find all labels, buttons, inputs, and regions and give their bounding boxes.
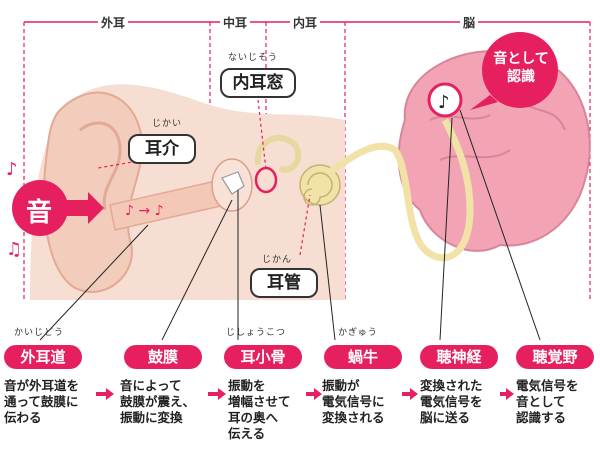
sound-circle xyxy=(12,180,68,236)
region-outer-ear: 外耳 xyxy=(98,14,129,31)
flow-arrow-stem xyxy=(208,392,218,396)
part-ruby-ossicles: じしょうこつ xyxy=(226,328,287,338)
region-inner-ear: 内耳 xyxy=(290,14,321,31)
cochlea-spiral xyxy=(303,172,333,206)
auditory-nerve xyxy=(327,118,474,262)
flow-arrow-stem xyxy=(500,392,506,396)
part-eardrum: 鼓膜 xyxy=(124,345,202,369)
part-desc-ossicles: 振動を 増幅させて 耳の奥へ 伝える xyxy=(228,378,291,441)
brain-note-icon: ♪ xyxy=(438,92,450,113)
note-icon: ♫ xyxy=(6,239,22,260)
callout-dashes xyxy=(97,99,311,256)
auricle-callout: 耳介 xyxy=(128,134,196,164)
part-ear-canal: 外耳道 xyxy=(4,345,82,369)
canal-note-icon: ♪ → ♪ xyxy=(125,203,164,219)
part-auditory-nerve: 聴神経 xyxy=(420,345,498,369)
flow-arrow-icon xyxy=(218,388,226,400)
auricle-fold xyxy=(79,121,122,211)
recognize-bubble xyxy=(482,32,558,108)
region-brain: 脳 xyxy=(460,14,479,31)
auricle-ruby: じかい xyxy=(152,119,183,129)
flow-arrow-icon xyxy=(506,388,514,400)
flow-arrow-stem xyxy=(306,392,314,396)
flow-arrow-stem xyxy=(96,392,106,396)
part-desc-cochlea: 振動が 電気信号に 変換される xyxy=(322,378,385,425)
flow-arrow-stem xyxy=(402,392,410,396)
part-desc-ear-canal: 音が外耳道を 通って鼓膜に 伝わる xyxy=(4,378,80,425)
recognize-label: 音として 認識 xyxy=(493,51,549,85)
part-auditory-cortex: 聴覚野 xyxy=(516,345,594,369)
part-cochlea: 蝸牛 xyxy=(324,345,402,369)
semicircular-canal xyxy=(254,134,302,173)
sound-arrow xyxy=(66,192,104,224)
part-desc-eardrum: 音によって 鼓膜が震え、 振動に変換 xyxy=(120,378,196,425)
flow-arrow-icon xyxy=(314,388,322,400)
part-desc-auditory-nerve: 変換された 電気信号を 脳に送る xyxy=(420,378,483,425)
oval-window-callout: 内耳窓 xyxy=(220,68,296,98)
note-icon: ♪ xyxy=(6,159,18,180)
part-desc-auditory-cortex: 電気信号を 音として 認識する xyxy=(516,378,579,425)
sound-label: 音 xyxy=(26,198,53,228)
part-ruby-ear-canal: かいじどう xyxy=(14,328,65,338)
leader-lines xyxy=(39,109,541,341)
part-ossicles: 耳小骨 xyxy=(224,345,302,369)
flow-arrow-icon xyxy=(106,388,114,400)
auricle-shape xyxy=(42,91,144,293)
recognize-bubble-tail xyxy=(470,95,498,110)
flow-arrow-icon xyxy=(410,388,418,400)
brain-note-ring xyxy=(427,82,463,118)
semicircular-ruby: じかん xyxy=(262,255,293,265)
region-middle-ear: 中耳 xyxy=(220,14,251,31)
part-ruby-cochlea: かぎゅう xyxy=(338,328,378,338)
semicircular-callout: 耳管 xyxy=(250,268,318,298)
ossicle-shape xyxy=(221,171,245,195)
oval-window-ruby: ないじそう xyxy=(228,53,279,63)
